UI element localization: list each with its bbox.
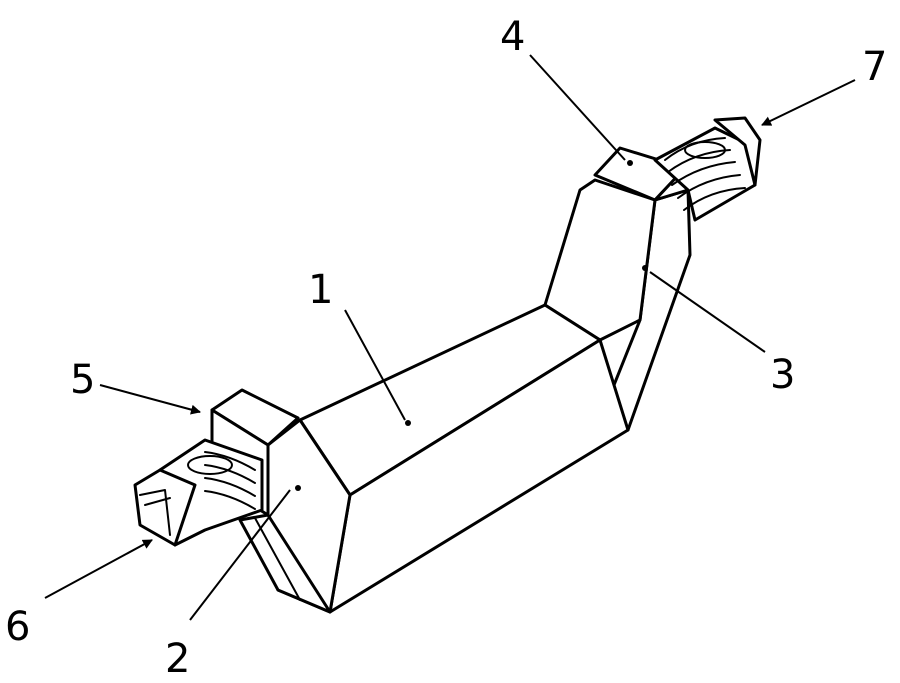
label-1: 1 bbox=[308, 267, 333, 313]
arrow-6 bbox=[44, 539, 153, 599]
label-7: 7 bbox=[862, 44, 887, 90]
bracket-body bbox=[210, 146, 692, 614]
left-arm-wedge bbox=[238, 513, 332, 614]
leader-2-dot bbox=[295, 485, 301, 491]
label-4: 4 bbox=[500, 14, 525, 60]
leaders bbox=[44, 54, 856, 621]
leader-3 bbox=[649, 271, 766, 353]
leader-4 bbox=[529, 54, 626, 161]
right-connector-tip bbox=[713, 116, 762, 187]
left-connector-tip bbox=[133, 468, 197, 547]
left-connector-ribs bbox=[204, 451, 256, 510]
leader-3-dot bbox=[642, 265, 648, 271]
leader-4-dot bbox=[627, 160, 633, 166]
left-arm-wedge-line bbox=[254, 517, 301, 601]
leader-1-dot bbox=[405, 420, 411, 426]
arrow-7 bbox=[761, 79, 856, 126]
label-2: 2 bbox=[165, 636, 190, 682]
label-3: 3 bbox=[770, 352, 795, 398]
label-5: 5 bbox=[70, 357, 95, 403]
right-connector-hole bbox=[684, 141, 726, 159]
left-connector bbox=[133, 438, 264, 547]
right-connector bbox=[653, 116, 762, 222]
left-connector-hole bbox=[187, 455, 233, 475]
label-6: 6 bbox=[5, 604, 30, 650]
leader-2 bbox=[189, 489, 291, 621]
reference-numerals: 1 2 3 4 5 6 7 bbox=[5, 14, 887, 682]
leader-1 bbox=[344, 309, 406, 421]
left-connector-slot bbox=[139, 489, 171, 536]
arrow-5 bbox=[99, 384, 201, 415]
